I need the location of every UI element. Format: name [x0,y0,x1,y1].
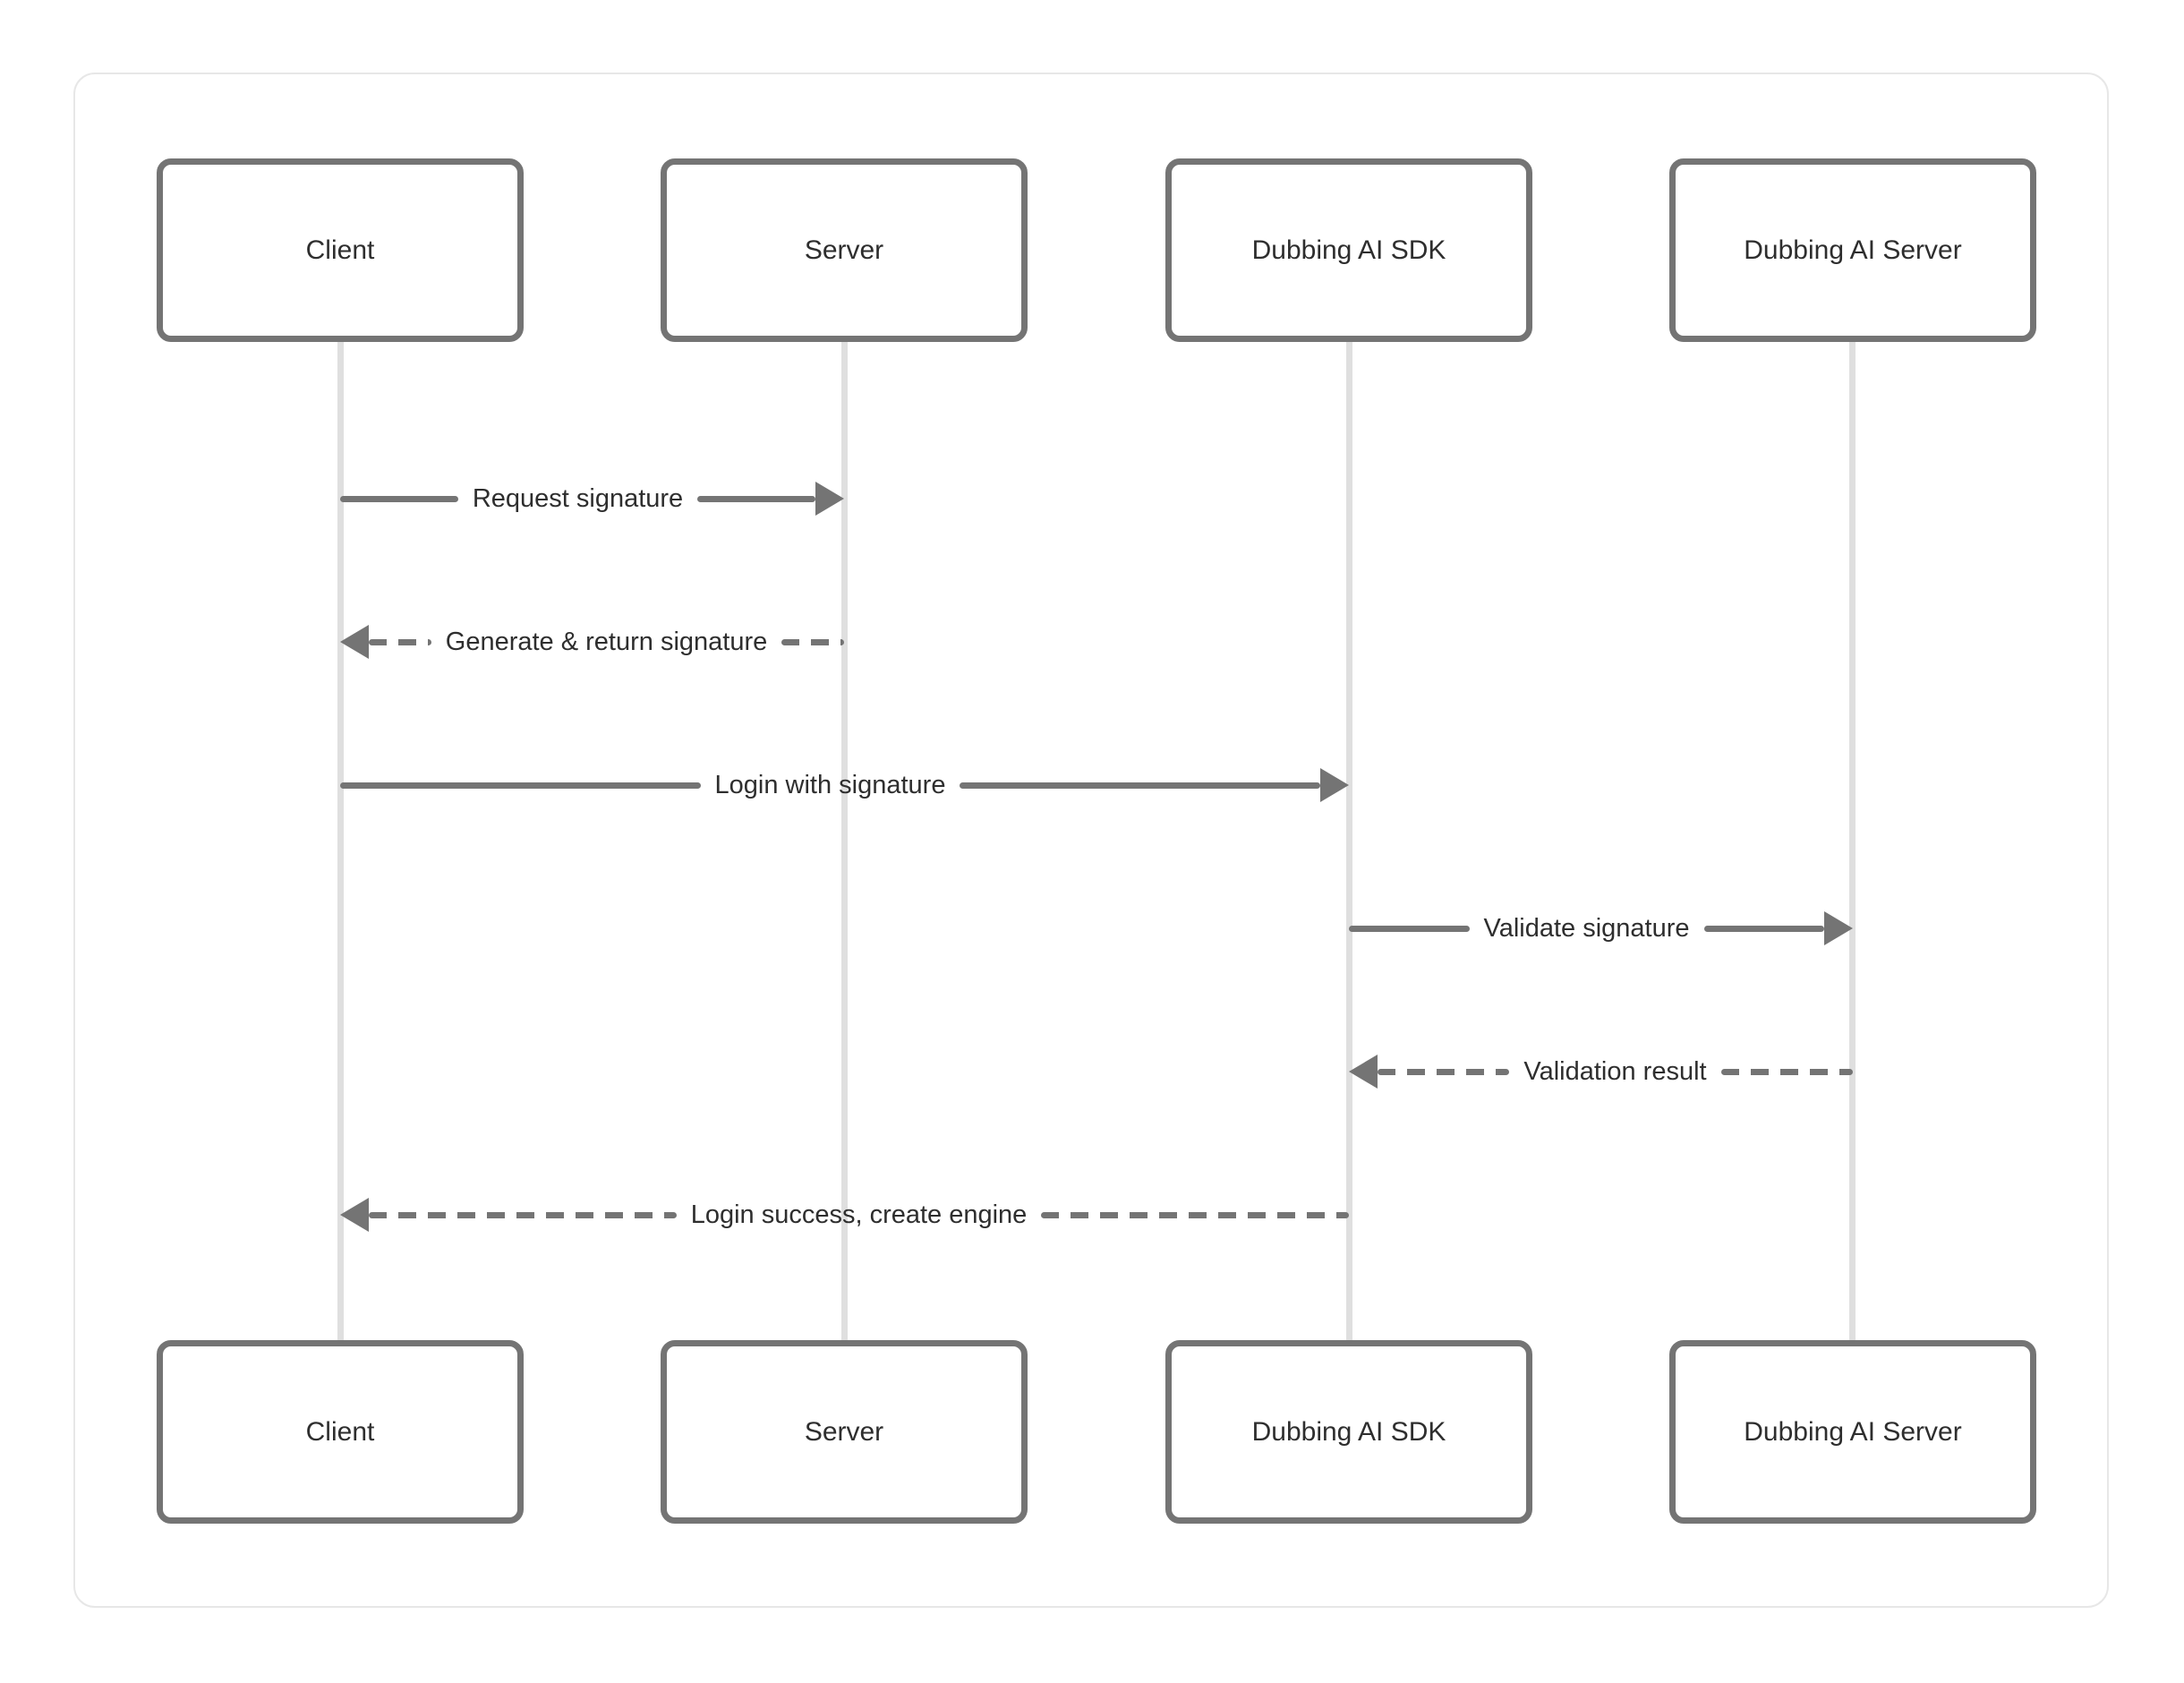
participant-dubbing-ai-server-top: Dubbing AI Server [1669,158,2036,342]
arrowhead-right-icon [1320,768,1350,802]
message-label: Request signature [472,484,684,513]
message-label: Login success, create engine [690,1200,1028,1229]
message-validate-signature: Validate signature [1349,910,1854,946]
participant-client-top: Client [157,158,524,342]
arrowhead-left-icon [340,625,369,659]
message-login-success-create-engine: Login success, create engine [340,1197,1350,1233]
arrowhead-left-icon [340,1198,369,1232]
message-line [369,638,431,645]
message-line [781,638,845,645]
message-label: Validate signature [1483,914,1690,943]
message-line [1703,925,1825,932]
participant-dubbing-ai-sdk-bottom: Dubbing AI SDK [1165,1340,1532,1524]
message-label: Generate & return signature [445,628,768,656]
participant-client-bottom: Client [157,1340,524,1524]
message-validation-result: Validation result [1349,1054,1854,1089]
message-line [1041,1211,1350,1218]
message-label: Login with signature [714,771,946,799]
message-line [340,495,458,502]
participant-server-top: Server [661,158,1028,342]
message-line [1349,925,1470,932]
lifeline-dubbing-ai-sdk [1346,342,1352,1340]
message-label: Validation result [1523,1057,1707,1086]
message-line [369,1211,677,1218]
participant-dubbing-ai-server-bottom: Dubbing AI Server [1669,1340,2036,1524]
lifeline-server [841,342,848,1340]
message-line [960,782,1321,789]
message-login-with-signature: Login with signature [340,767,1350,803]
message-request-signature: Request signature [340,481,844,517]
arrowhead-right-icon [1824,911,1854,945]
message-line [1378,1068,1510,1075]
message-line [340,782,701,789]
participant-dubbing-ai-sdk-top: Dubbing AI SDK [1165,158,1532,342]
participant-server-bottom: Server [661,1340,1028,1524]
message-line [1720,1068,1854,1075]
message-generate-return-signature: Generate & return signature [340,624,845,660]
arrowhead-left-icon [1349,1055,1378,1089]
arrowhead-right-icon [815,482,844,516]
lifeline-dubbing-ai-server [1849,342,1856,1340]
message-line [697,495,815,502]
lifeline-client [337,342,344,1340]
